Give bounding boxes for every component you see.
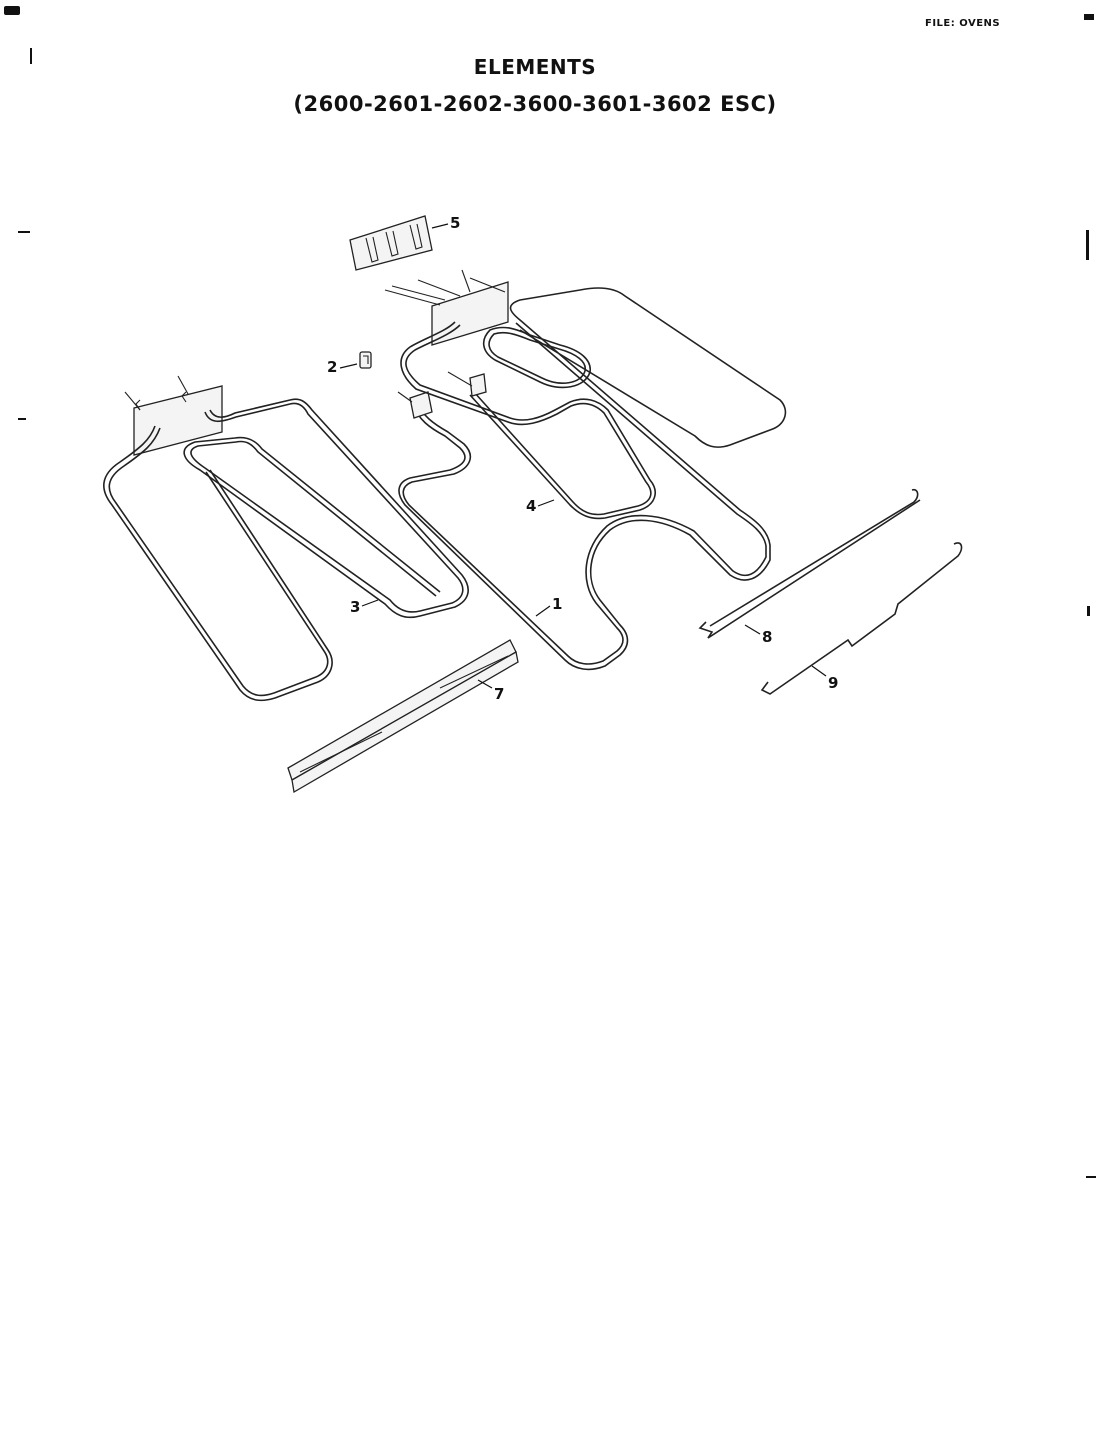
callout-label-2: 2: [327, 358, 337, 376]
callout-2: 2: [327, 358, 358, 376]
callout-5: 5: [431, 214, 460, 232]
part-2-clip: [359, 351, 372, 369]
part-5-shield-plate: [349, 215, 433, 271]
page-title: ELEMENTS: [473, 55, 597, 79]
part-9-rod: [760, 542, 963, 695]
callout-1: 1: [535, 595, 562, 617]
callout-label-7: 7: [494, 685, 504, 703]
callout-label-1: 1: [552, 595, 562, 613]
callout-label-3: 3: [350, 598, 360, 616]
callout-label-8: 8: [762, 628, 772, 646]
page-subtitle: (2600-2601-2602-3600-3601-3602 ESC): [293, 92, 777, 116]
callout-7: 7: [477, 679, 504, 703]
part-1-broil-element: [397, 287, 787, 671]
part-4-upper-element: [384, 269, 656, 520]
part-8-rod: [698, 488, 921, 639]
file-label: FILE: OVENS: [925, 18, 1001, 29]
callout-label-5: 5: [450, 214, 460, 232]
callout-label-9: 9: [828, 674, 838, 692]
callout-4: 4: [526, 497, 555, 515]
part-3-bake-element: [103, 375, 469, 702]
callout-label-4: 4: [526, 497, 536, 515]
part-7-bracket: [287, 639, 519, 794]
callout-9: 9: [811, 665, 838, 692]
callout-8: 8: [744, 624, 772, 646]
callout-3: 3: [350, 598, 379, 616]
scan-edge-marks: [4, 6, 1096, 1178]
